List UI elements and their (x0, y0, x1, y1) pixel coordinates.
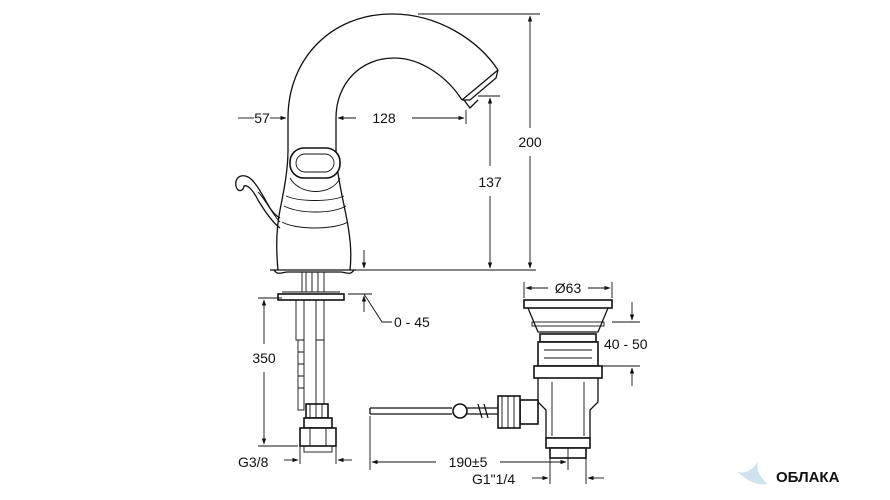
dim-190: 190±5 (449, 454, 488, 470)
watermark: ОБЛАКА (738, 462, 840, 486)
faucet-outline (235, 13, 499, 274)
dim-40-50: 40 - 50 (604, 336, 648, 352)
dimension-labels: 57 128 200 137 0 - 45 350 G3/8 Ø63 40 - … (238, 110, 648, 487)
dim-d63: Ø63 (555, 280, 582, 296)
dim-57: 57 (254, 110, 270, 126)
dim-350: 350 (252, 350, 276, 366)
watermark-text: ОБЛАКА (776, 469, 840, 486)
wave-icon (738, 462, 768, 485)
dim-128: 128 (372, 110, 396, 126)
mounting-assembly (277, 271, 345, 453)
dim-200: 200 (518, 134, 542, 150)
dim-137: 137 (478, 174, 502, 190)
dim-g1-14: G1"1/4 (472, 471, 515, 487)
dim-g38: G3/8 (238, 454, 269, 470)
dim-0-45: 0 - 45 (394, 314, 430, 330)
dimension-lines (238, 13, 640, 484)
